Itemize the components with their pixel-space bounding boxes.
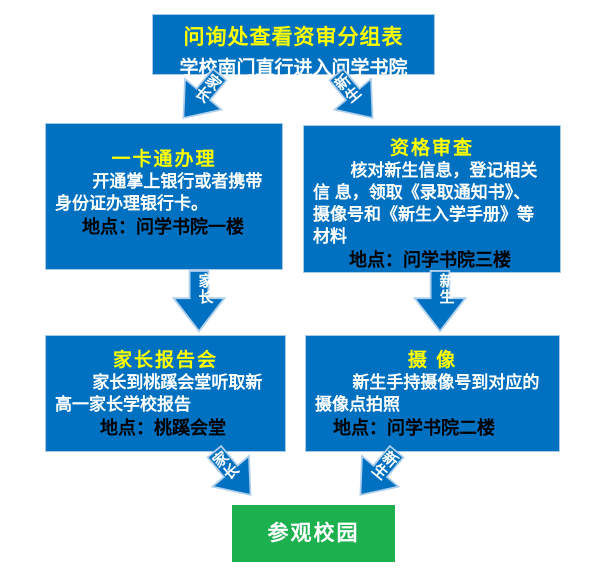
step-box-photo: 摄 像 新生手持摄像号到对应的 摄像点拍照 地点：问学书院二楼 bbox=[305, 335, 560, 452]
step-body-line: 开通掌上银行或者携带 bbox=[92, 172, 263, 191]
arrow-down-left-parents-icon: 家长 bbox=[160, 56, 241, 138]
arrow-label-students: 新生 bbox=[439, 273, 455, 306]
step-body-line: 身份证办理银行卡。 bbox=[55, 194, 208, 213]
block-arrow-icon bbox=[206, 444, 252, 497]
step-body-line: 信 息，领取《录取通知书》、 bbox=[313, 183, 531, 202]
step-location: 地点：桃蹊会堂 bbox=[100, 418, 226, 438]
step-location: 地点：问学书院二楼 bbox=[333, 418, 495, 438]
arrow-down-parents-icon: 家长 bbox=[170, 270, 228, 334]
start-box: 问询处查看资审分组表 学校南门直行进入问学书院 bbox=[152, 14, 435, 79]
arrow-down-right-students-icon: 新生 bbox=[314, 56, 395, 138]
arrow-label-parents: 家长 bbox=[198, 273, 214, 306]
arrow-down-students-icon: 新生 bbox=[411, 270, 469, 334]
start-box-title: 问询处查看资审分组表 bbox=[183, 26, 404, 49]
block-arrow-icon bbox=[412, 270, 468, 333]
block-arrow-icon bbox=[171, 270, 227, 333]
arrow-down-left-students-icon: 新生 bbox=[337, 433, 418, 515]
step-box-qualification: 资格审查 核对新生信息，登记相关 信 息，领取《录取通知书》、 摄像号和《新生入… bbox=[303, 125, 561, 273]
arrow-down-right-parents-icon: 家长 bbox=[192, 433, 273, 515]
step-body-line: 材料 bbox=[313, 227, 347, 246]
step-title: 资格审查 bbox=[389, 138, 474, 159]
start-box-subtitle: 学校南门直行进入问学书院 bbox=[179, 58, 408, 79]
step-body-line: 家长到桃蹊会堂听取新 bbox=[92, 373, 263, 392]
block-arrow-icon bbox=[359, 444, 405, 497]
step-box-parents-meeting: 家长报告会 家长到桃蹊会堂听取新 高一家长学校报告 地点：桃蹊会堂 bbox=[45, 335, 286, 452]
step-title: 家长报告会 bbox=[112, 350, 218, 371]
final-box-label: 参观校园 bbox=[267, 522, 360, 545]
step-box-onecard: 一卡通办理 开通掌上银行或者携带 身份证办理银行卡。 地点：问学书院一楼 bbox=[45, 123, 283, 270]
step-location: 地点：问学书院一楼 bbox=[82, 217, 244, 237]
step-title: 摄 像 bbox=[407, 350, 458, 371]
step-body-line: 核对新生信息，登记相关 bbox=[350, 161, 538, 180]
step-title: 一卡通办理 bbox=[111, 149, 217, 170]
block-arrow-icon bbox=[182, 67, 228, 120]
step-body-line: 高一家长学校报告 bbox=[55, 395, 191, 414]
step-body-line: 摄像号和《新生入学手册》等 bbox=[313, 205, 534, 224]
step-body-line: 摄像点拍照 bbox=[315, 395, 400, 414]
step-location: 地点：问学书院三楼 bbox=[349, 250, 511, 270]
step-body-line: 新生手持摄像号到对应的 bbox=[352, 373, 540, 392]
final-box-campus-tour: 参观校园 bbox=[232, 505, 395, 562]
block-arrow-icon bbox=[328, 67, 374, 120]
